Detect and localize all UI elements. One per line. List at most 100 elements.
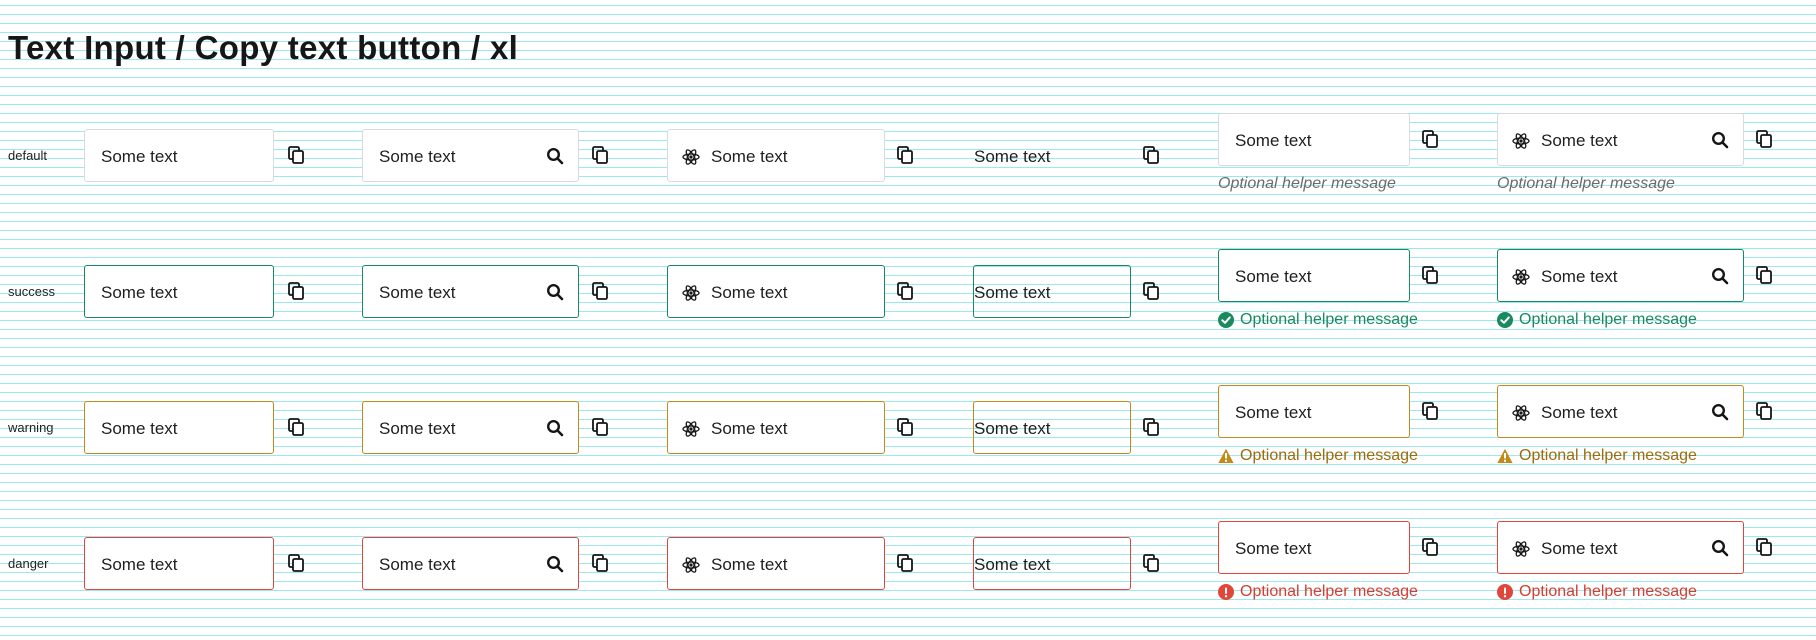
input-value: Some text: [1541, 403, 1618, 422]
exclamation-circle-icon: [1218, 584, 1234, 600]
text-input-danger-plain-helper[interactable]: Some text: [1218, 521, 1410, 574]
search-icon: [1711, 539, 1729, 557]
text-input-warning-search[interactable]: Some text: [362, 401, 579, 454]
copy-text-button[interactable]: [1141, 281, 1161, 301]
input-value: Some text: [974, 555, 1051, 574]
copy-text-button[interactable]: [590, 281, 610, 301]
text-input-default-plain[interactable]: Some text: [84, 129, 274, 182]
copy-icon: [1143, 554, 1159, 572]
helper-text: Optional helper message: [1240, 447, 1418, 464]
atom-icon: [682, 557, 700, 573]
row-label-default: default: [8, 148, 48, 163]
text-input-warning-leading-icon[interactable]: Some text: [667, 401, 885, 454]
copy-text-button[interactable]: [1754, 265, 1774, 285]
atom-icon: [1512, 405, 1530, 421]
copy-icon: [1143, 282, 1159, 300]
copy-icon: [1756, 402, 1772, 420]
copy-text-button[interactable]: [1754, 537, 1774, 557]
search-icon: [1711, 267, 1729, 285]
text-input-warning-borderless[interactable]: Some text: [973, 401, 1131, 454]
text-input-warning-icon-search-helper[interactable]: Some text: [1497, 385, 1744, 438]
atom-icon: [682, 149, 700, 165]
input-value: Some text: [379, 147, 456, 166]
copy-icon: [1756, 538, 1772, 556]
text-input-danger-leading-icon[interactable]: Some text: [667, 537, 885, 590]
text-input-default-search[interactable]: Some text: [362, 129, 579, 182]
text-input-default-plain-helper[interactable]: Some text: [1218, 113, 1410, 166]
copy-text-button[interactable]: [1420, 537, 1440, 557]
helper-text: Optional helper message: [1240, 311, 1418, 328]
copy-icon: [1143, 146, 1159, 164]
input-value: Some text: [711, 283, 788, 302]
input-value: Some text: [379, 283, 456, 302]
copy-text-button[interactable]: [895, 145, 915, 165]
copy-text-button[interactable]: [895, 281, 915, 301]
input-value: Some text: [1541, 131, 1618, 150]
copy-text-button[interactable]: [590, 417, 610, 437]
copy-text-button[interactable]: [1141, 417, 1161, 437]
text-input-success-search[interactable]: Some text: [362, 265, 579, 318]
helper-text: Optional helper message: [1519, 311, 1697, 328]
atom-icon: [1512, 133, 1530, 149]
text-input-success-borderless[interactable]: Some text: [973, 265, 1131, 318]
input-value: Some text: [711, 419, 788, 438]
input-value: Some text: [101, 419, 178, 438]
copy-text-button[interactable]: [1754, 129, 1774, 149]
copy-text-button[interactable]: [286, 145, 306, 165]
input-value: Some text: [1541, 539, 1618, 558]
copy-icon: [592, 554, 608, 572]
text-input-default-leading-icon[interactable]: Some text: [667, 129, 885, 182]
copy-icon: [1756, 130, 1772, 148]
text-input-warning-plain-helper[interactable]: Some text: [1218, 385, 1410, 438]
text-input-danger-icon-search-helper[interactable]: Some text: [1497, 521, 1744, 574]
text-input-danger-search[interactable]: Some text: [362, 537, 579, 590]
copy-text-button[interactable]: [286, 553, 306, 573]
input-value: Some text: [1235, 131, 1312, 150]
copy-icon: [288, 146, 304, 164]
text-input-success-plain-helper[interactable]: Some text: [1218, 249, 1410, 302]
copy-text-button[interactable]: [895, 553, 915, 573]
helper-text: Optional helper message: [1519, 583, 1697, 600]
text-input-success-plain[interactable]: Some text: [84, 265, 274, 318]
copy-text-button[interactable]: [1141, 145, 1161, 165]
atom-icon: [682, 285, 700, 301]
copy-text-button[interactable]: [590, 145, 610, 165]
copy-icon: [592, 282, 608, 300]
text-input-success-leading-icon[interactable]: Some text: [667, 265, 885, 318]
search-icon: [546, 419, 564, 437]
copy-text-button[interactable]: [1420, 265, 1440, 285]
check-circle-icon: [1497, 312, 1513, 328]
text-input-default-borderless[interactable]: Some text: [973, 129, 1131, 182]
copy-icon: [1422, 130, 1438, 148]
copy-text-button[interactable]: [1420, 401, 1440, 421]
text-input-warning-plain[interactable]: Some text: [84, 401, 274, 454]
check-circle-icon: [1218, 312, 1234, 328]
copy-icon: [897, 554, 913, 572]
input-value: Some text: [711, 147, 788, 166]
input-value: Some text: [379, 555, 456, 574]
text-input-danger-borderless[interactable]: Some text: [973, 537, 1131, 590]
copy-text-button[interactable]: [286, 417, 306, 437]
copy-icon: [1422, 402, 1438, 420]
search-icon: [546, 147, 564, 165]
copy-text-button[interactable]: [590, 553, 610, 573]
helper-text: Optional helper message: [1497, 175, 1675, 192]
copy-text-button[interactable]: [1141, 553, 1161, 573]
copy-icon: [897, 418, 913, 436]
input-value: Some text: [1235, 267, 1312, 286]
text-input-danger-plain[interactable]: Some text: [84, 537, 274, 590]
row-label-success: success: [8, 284, 55, 299]
search-icon: [546, 555, 564, 573]
copy-icon: [288, 418, 304, 436]
copy-text-button[interactable]: [286, 281, 306, 301]
copy-text-button[interactable]: [1420, 129, 1440, 149]
copy-text-button[interactable]: [1754, 401, 1774, 421]
input-value: Some text: [974, 419, 1051, 438]
copy-text-button[interactable]: [895, 417, 915, 437]
input-value: Some text: [1235, 403, 1312, 422]
search-icon: [546, 283, 564, 301]
warning-triangle-icon: [1497, 448, 1513, 463]
atom-icon: [1512, 269, 1530, 285]
text-input-default-icon-search-helper[interactable]: Some text: [1497, 113, 1744, 166]
text-input-success-icon-search-helper[interactable]: Some text: [1497, 249, 1744, 302]
